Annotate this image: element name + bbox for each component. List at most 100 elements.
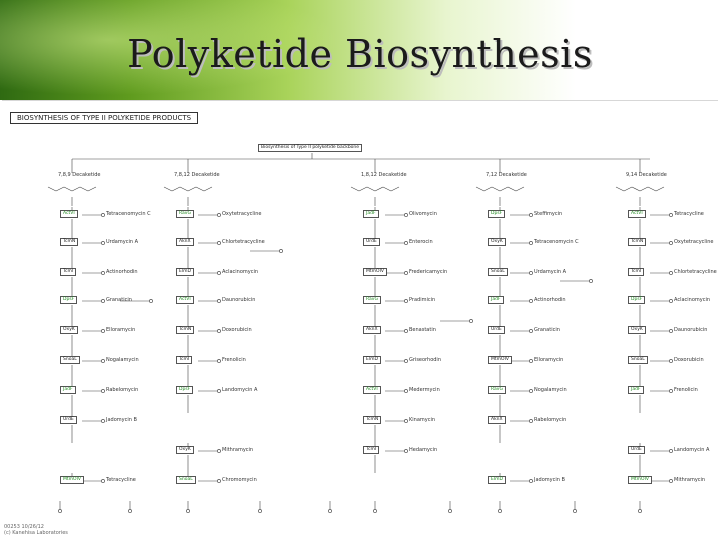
- enzyme-box[interactable]: TcmN: [176, 326, 195, 334]
- enzyme-box[interactable]: SnoaL: [628, 356, 648, 364]
- enzyme-box[interactable]: DpsF: [60, 296, 78, 304]
- product-label: Griseorhodin: [409, 357, 441, 363]
- enzyme-box[interactable]: SnoaL: [60, 356, 80, 364]
- compound-node: [373, 509, 377, 513]
- product-label: Kinamycin: [409, 417, 436, 423]
- product-label: Rabelomycin: [534, 417, 567, 423]
- compound-node: [529, 271, 533, 275]
- product-label: Benastatin: [409, 327, 436, 333]
- enzyme-box[interactable]: DpsF: [628, 296, 646, 304]
- backbone-label: 7,12 Decaketide: [486, 172, 527, 178]
- product-label: Nogalamycin: [106, 357, 139, 363]
- product-label: Elloramycin: [534, 357, 564, 363]
- enzyme-box[interactable]: UrdE: [60, 416, 77, 424]
- enzyme-box[interactable]: RavG: [176, 210, 194, 218]
- enzyme-box[interactable]: RavG: [488, 386, 506, 394]
- connector-line: [71, 186, 81, 192]
- enzyme-box[interactable]: UrdE: [628, 446, 645, 454]
- enzyme-box[interactable]: AknX: [363, 326, 381, 334]
- connector-line: [491, 186, 501, 192]
- product-label: Steffimycin: [534, 211, 563, 217]
- product-label: Jadomycin B: [534, 477, 565, 483]
- connector-line: [390, 186, 400, 192]
- compound-node: [448, 509, 452, 513]
- enzyme-box[interactable]: MtmOIV: [628, 476, 652, 484]
- enzyme-box[interactable]: DpsF: [488, 210, 506, 218]
- enzyme-box[interactable]: JadF: [363, 210, 379, 218]
- compound-node: [669, 271, 673, 275]
- enzyme-box[interactable]: UrdE: [488, 326, 505, 334]
- product-label: Jadomycin B: [106, 417, 137, 423]
- backbone-label: 9,14 Decaketide: [626, 172, 667, 178]
- enzyme-box[interactable]: TcmN: [60, 238, 79, 246]
- connector-line: [655, 186, 665, 192]
- connector-line: [179, 186, 189, 192]
- connector-line: [171, 186, 181, 192]
- compound-node: [529, 241, 533, 245]
- enzyme-box[interactable]: MtmOIV: [488, 356, 512, 364]
- enzyme-box[interactable]: SnoaL: [176, 476, 196, 484]
- leaf-image: [0, 0, 360, 100]
- enzyme-box[interactable]: TcmN: [363, 416, 382, 424]
- connector-line: [499, 186, 509, 192]
- connector-line: [366, 186, 376, 192]
- compound-node: [101, 299, 105, 303]
- product-label: Tetracenomycin C: [534, 239, 579, 245]
- enzyme-box[interactable]: MtmOIV: [60, 476, 84, 484]
- product-label: Daunorubicin: [674, 327, 708, 333]
- enzyme-box[interactable]: TcmI: [628, 268, 645, 276]
- compound-node: [101, 241, 105, 245]
- enzyme-box[interactable]: MtmOIV: [363, 268, 387, 276]
- top-node-box[interactable]: Biosynthesis of Type II polyketide backb…: [258, 144, 363, 152]
- product-label: Oxytetracycline: [222, 211, 262, 217]
- enzyme-box[interactable]: TcmI: [363, 446, 380, 454]
- compound-node: [589, 279, 593, 283]
- enzyme-box[interactable]: TcmI: [60, 268, 77, 276]
- enzyme-box[interactable]: JadF: [628, 386, 644, 394]
- enzyme-box[interactable]: JadF: [488, 296, 504, 304]
- enzyme-box[interactable]: ActVI: [628, 210, 646, 218]
- compound-node: [469, 319, 473, 323]
- product-label: Granaticin: [106, 297, 132, 303]
- compound-node: [217, 449, 221, 453]
- product-label: Mithramycin: [674, 477, 706, 483]
- compound-node: [529, 389, 533, 393]
- pathway-footnote: 00253 10/26/12 (c) Kanehisa Laboratories: [4, 524, 68, 536]
- enzyme-box[interactable]: OxyK: [176, 446, 194, 454]
- enzyme-box[interactable]: OxyK: [628, 326, 646, 334]
- compound-node: [638, 509, 642, 513]
- enzyme-box[interactable]: UrdE: [363, 238, 380, 246]
- enzyme-box[interactable]: ElmD: [488, 476, 506, 484]
- compound-node: [149, 299, 153, 303]
- enzyme-box[interactable]: OxyK: [488, 238, 506, 246]
- enzyme-box[interactable]: RavG: [363, 296, 381, 304]
- product-label: Actinorhodin: [534, 297, 566, 303]
- compound-node: [128, 509, 132, 513]
- enzyme-box[interactable]: TcmN: [628, 238, 647, 246]
- enzyme-box[interactable]: ActVI: [60, 210, 78, 218]
- enzyme-box[interactable]: ActVI: [363, 386, 381, 394]
- enzyme-box[interactable]: OxyK: [60, 326, 78, 334]
- backbone-label: 7,8,12 Decaketide: [174, 172, 220, 178]
- compound-node: [404, 271, 408, 275]
- compound-node: [101, 419, 105, 423]
- product-label: Doxorubicin: [674, 357, 704, 363]
- product-label: Nogalamycin: [534, 387, 567, 393]
- connector-line: [374, 186, 384, 192]
- enzyme-box[interactable]: AknX: [488, 416, 506, 424]
- enzyme-box[interactable]: ActVI: [176, 296, 194, 304]
- enzyme-box[interactable]: TcmI: [176, 356, 193, 364]
- compound-node: [669, 213, 673, 217]
- enzyme-box[interactable]: ElmD: [176, 268, 194, 276]
- enzyme-box[interactable]: ElmD: [363, 356, 381, 364]
- connector-line: [631, 186, 641, 192]
- compound-node: [404, 389, 408, 393]
- connector-line: [195, 186, 205, 192]
- enzyme-box[interactable]: DpsF: [176, 386, 194, 394]
- slide-title: Polyketide Biosynthesis: [127, 32, 593, 76]
- compound-node: [217, 241, 221, 245]
- enzyme-box[interactable]: AknX: [176, 238, 194, 246]
- product-label: Chromomycin: [222, 477, 257, 483]
- enzyme-box[interactable]: JadF: [60, 386, 76, 394]
- enzyme-box[interactable]: SnoaL: [488, 268, 508, 276]
